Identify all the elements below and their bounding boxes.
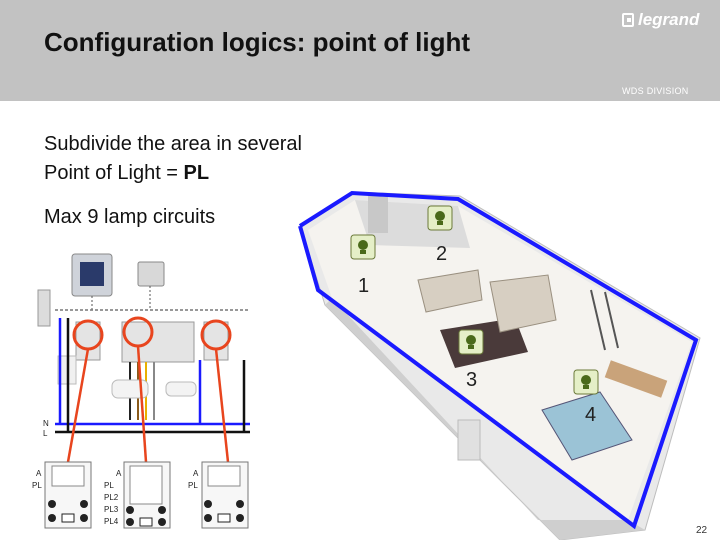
lamp-icon-2 xyxy=(427,205,453,231)
sofa-right xyxy=(489,274,557,333)
terminal-block-1 xyxy=(44,461,92,529)
touch-screen xyxy=(80,262,104,286)
brand-logo: legrand xyxy=(622,10,699,30)
n-label: N xyxy=(43,419,49,428)
wiring-diagram: N L A PL A PL xyxy=(32,253,250,529)
body-line-3: Max 9 lamp circuits xyxy=(44,206,216,228)
page-number: 22 xyxy=(696,525,708,536)
lamp-icon-1 xyxy=(350,234,376,260)
body-line-2-bold: PL xyxy=(183,162,210,184)
terminal-block-2 xyxy=(123,461,171,529)
connector-line-2 xyxy=(136,345,148,463)
push-buttons xyxy=(137,261,165,287)
sofa-left xyxy=(417,269,483,313)
room-outline xyxy=(298,190,699,530)
module-2-pl-label-3: PL3 xyxy=(104,505,119,514)
l-label: L xyxy=(43,429,48,438)
window-frame-2 xyxy=(604,291,619,349)
terminal-block-3 xyxy=(201,461,249,529)
lamp-fixture-2 xyxy=(111,379,149,399)
counter xyxy=(604,360,668,398)
pl-label-1: 1 xyxy=(358,275,369,297)
room-illustration xyxy=(298,190,701,540)
column xyxy=(457,419,481,461)
door xyxy=(368,195,388,233)
module-2-pl-label-4: PL4 xyxy=(104,517,119,526)
header-bar: Configuration logics: point of light leg… xyxy=(0,0,720,101)
module-2-a-label: A xyxy=(116,469,122,478)
module-2 xyxy=(121,321,195,363)
module-1-a-label: A xyxy=(36,469,42,478)
legrand-logo-icon xyxy=(622,13,634,27)
window-frame xyxy=(590,289,606,351)
breaker xyxy=(37,289,51,327)
lamp-icon-3 xyxy=(458,329,484,355)
page-title: Configuration logics: point of light xyxy=(44,27,471,57)
lamp-fixture-3 xyxy=(165,381,197,397)
body-line-2: Point of Light = PL xyxy=(44,162,209,185)
connector-line-3 xyxy=(214,348,230,463)
module-1-pl-label: PL xyxy=(32,481,42,490)
module-2-pl-label-2: PL2 xyxy=(104,493,119,502)
connector-line-1 xyxy=(66,348,90,463)
division-label: WDS DIVISION xyxy=(622,86,689,96)
pl-label-3: 3 xyxy=(466,369,477,391)
module-3-a-label: A xyxy=(193,469,199,478)
pl-label-4: 4 xyxy=(585,404,596,426)
lamp-icon-4 xyxy=(573,369,599,395)
body-line-1: Subdivide the area in several xyxy=(44,133,302,155)
brand-name: legrand xyxy=(638,10,700,29)
module-2-pl-label-1: PL xyxy=(104,481,114,490)
pl-label-2: 2 xyxy=(436,243,447,265)
dining-table xyxy=(541,391,633,461)
body-line-2-prefix: Point of Light = xyxy=(44,162,184,184)
module-3-pl-label: PL xyxy=(188,481,198,490)
